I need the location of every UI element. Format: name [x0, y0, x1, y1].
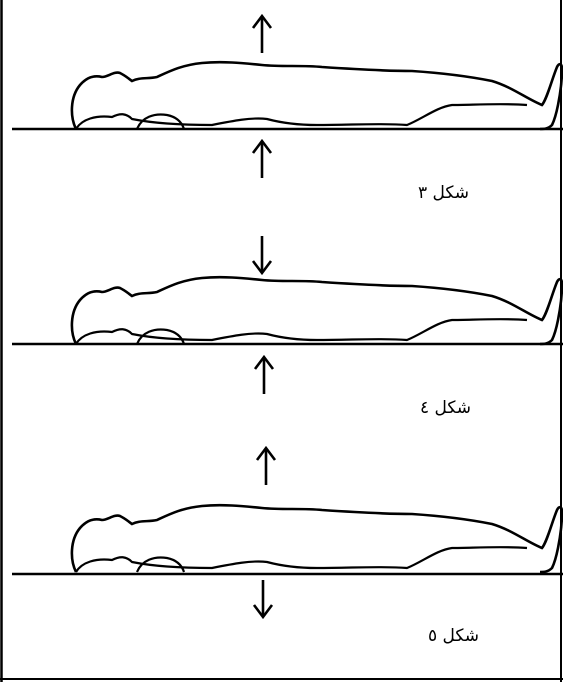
- reclining-figure: [72, 505, 562, 572]
- figure-caption-5: شكل ٥: [428, 626, 479, 646]
- figure-caption-4: شكل ٤: [420, 398, 471, 418]
- arrow-up-icon: [253, 141, 271, 178]
- arrow-down-icon: [254, 580, 272, 617]
- reclining-figure: [72, 277, 562, 344]
- figure-caption-3: شكل ٣: [418, 183, 469, 203]
- reclining-figure: [72, 62, 562, 129]
- arrow-up-icon: [257, 448, 275, 485]
- arrow-down-icon: [253, 236, 271, 273]
- arrow-up-icon: [253, 16, 271, 53]
- arrow-up-icon: [255, 357, 273, 394]
